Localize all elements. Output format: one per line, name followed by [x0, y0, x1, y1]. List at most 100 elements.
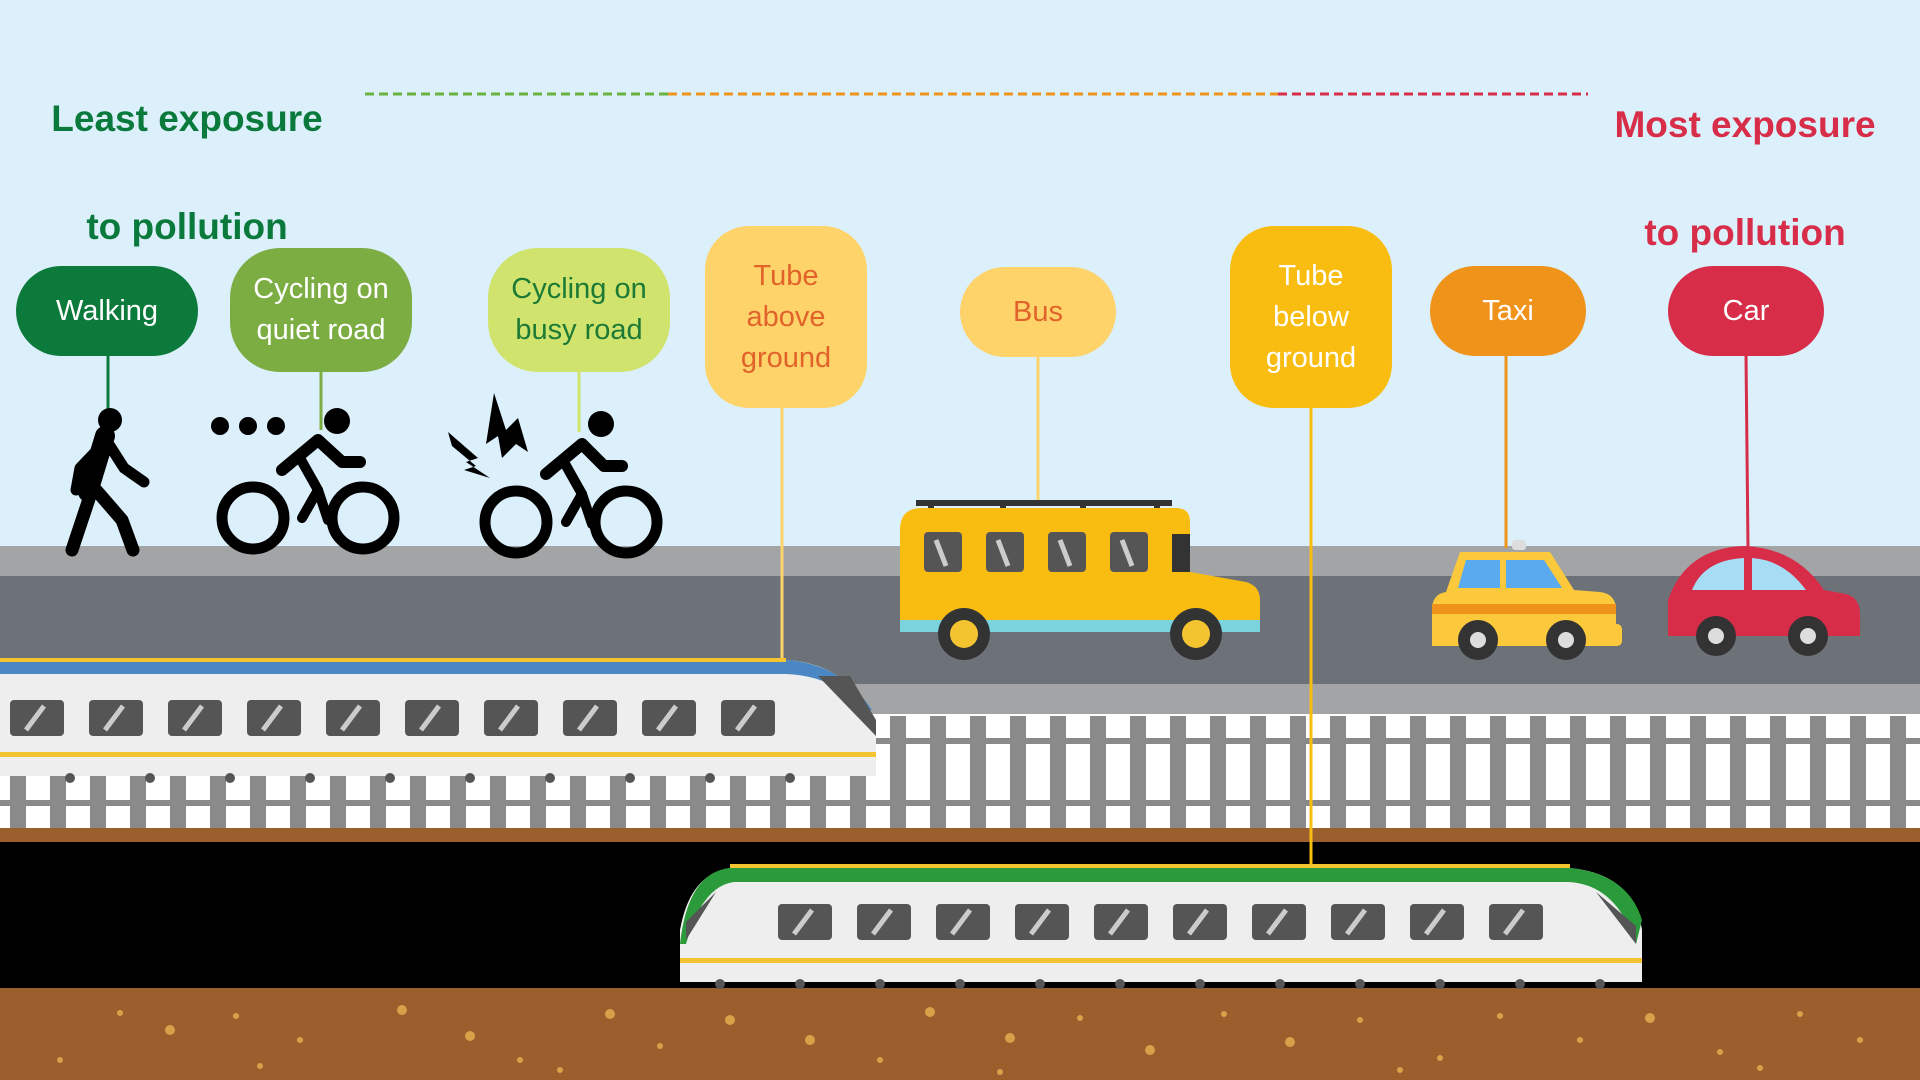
train-wheel — [145, 773, 155, 783]
railway-sleeper — [1690, 716, 1706, 828]
railway-sleeper — [1410, 716, 1426, 828]
train-wheel — [65, 773, 75, 783]
soil-dot — [57, 1057, 63, 1063]
label-car-text: Car — [1722, 294, 1770, 327]
most-exposure-line-1: Most exposure — [1614, 104, 1876, 145]
bus-window-glare — [995, 539, 1011, 567]
train-window-glare — [261, 704, 283, 732]
bus-window-glare — [933, 539, 949, 567]
train-wheel — [795, 979, 805, 989]
railway-sleeper — [1730, 716, 1746, 828]
train-window-glare — [103, 704, 125, 732]
railway-sleeper — [1610, 716, 1626, 828]
railway-sleeper — [1650, 716, 1666, 828]
label-walking: Walking — [16, 266, 198, 356]
railway-sleeper — [930, 716, 946, 828]
soil-dot — [1497, 1013, 1503, 1019]
railway-sleeper — [1010, 716, 1026, 828]
train-window-glare — [1266, 908, 1288, 936]
train-wheel — [1195, 979, 1205, 989]
least-exposure-heading: Least exposure to pollution — [26, 38, 348, 308]
soil-dot — [1221, 1011, 1227, 1017]
train-wheel — [1595, 979, 1605, 989]
train-wheel — [875, 979, 885, 989]
tube-below-ground-train-icon — [680, 864, 1642, 989]
soil-dot — [1145, 1045, 1155, 1055]
soil-dot — [805, 1035, 815, 1045]
railway-sleeper — [1290, 716, 1306, 828]
train-wheel — [715, 979, 725, 989]
railway-sleeper — [1370, 716, 1386, 828]
soil-dot — [165, 1025, 175, 1035]
label-cycling-quiet-road-text: Cycling on quiet road — [253, 273, 389, 346]
soil-dot — [1857, 1037, 1863, 1043]
train-wheel — [1435, 979, 1445, 989]
bus-icon — [900, 500, 1260, 660]
rail-line-1 — [0, 738, 1920, 744]
railway-sleeper — [1090, 716, 1106, 828]
railway-sleeper — [1890, 716, 1906, 828]
train-window-glare — [871, 908, 893, 936]
train-window-glare — [340, 704, 362, 732]
railway-sleeper — [1250, 716, 1266, 828]
soil-dot — [233, 1013, 239, 1019]
soil-dot — [605, 1009, 615, 1019]
label-cycling-busy-road-text: Cycling on busy road — [511, 273, 647, 346]
railway-sleeper — [1210, 716, 1226, 828]
train-wheel — [705, 773, 715, 783]
train-window-glare — [1503, 908, 1525, 936]
label-tube-below-ground-text: Tube below ground — [1265, 259, 1357, 374]
train-wheel — [465, 773, 475, 783]
soil-dot — [1437, 1055, 1443, 1061]
railway-sleeper — [1850, 716, 1866, 828]
label-taxi-text: Taxi — [1482, 294, 1534, 327]
bus-window-glare — [1057, 539, 1073, 567]
tube-above-ground-train-icon — [0, 658, 876, 783]
train-window-glare — [577, 704, 599, 732]
soil-dot — [657, 1043, 663, 1049]
train-window-glare — [1187, 908, 1209, 936]
railway-sleeper — [1530, 716, 1546, 828]
railway-sleeper — [1330, 716, 1346, 828]
train-window-glare — [498, 704, 520, 732]
rail-line-2 — [0, 800, 1920, 806]
soil-dot — [725, 1015, 735, 1025]
railway-sleeper — [1130, 716, 1146, 828]
railway-sleeper — [1450, 716, 1466, 828]
train-wheel — [785, 773, 795, 783]
soil-dot — [1077, 1015, 1083, 1021]
soil-dot — [397, 1005, 407, 1015]
soil-dot — [1285, 1037, 1295, 1047]
connector-car — [1744, 354, 1750, 549]
train-wheel — [955, 979, 965, 989]
most-exposure-heading: Most exposure to pollution — [1590, 44, 1900, 314]
railway-sleeper — [890, 716, 906, 828]
least-exposure-line-1: Least exposure — [51, 98, 323, 139]
soil-dot — [877, 1057, 883, 1063]
railway-sleeper — [1810, 716, 1826, 828]
train-window-glare — [1424, 908, 1446, 936]
soil-dot — [997, 1069, 1003, 1075]
label-cycling-quiet-road: Cycling on quiet road — [230, 248, 412, 372]
cyclist-busy-road-icon — [448, 393, 663, 559]
bus-window-glare — [1119, 539, 1135, 567]
train-wheel — [1355, 979, 1365, 989]
train-wheel — [545, 773, 555, 783]
soil-band — [0, 828, 1920, 842]
railway-sleeper — [1570, 716, 1586, 828]
railway-sleeper — [1050, 716, 1066, 828]
train-wheel — [1515, 979, 1525, 989]
soil-dot — [1577, 1037, 1583, 1043]
soil-dot — [257, 1063, 263, 1069]
soil-dot — [117, 1010, 123, 1016]
label-tube-above-ground: Tube above ground — [705, 226, 867, 408]
label-tube-below-ground: Tube below ground — [1230, 226, 1392, 408]
train-wheel — [1115, 979, 1125, 989]
soil-dot — [557, 1067, 563, 1073]
soil-dot — [1797, 1011, 1803, 1017]
label-bus-text: Bus — [1013, 295, 1063, 328]
soil-dot — [925, 1007, 935, 1017]
walking-person-icon — [65, 408, 150, 557]
label-walking-text: Walking — [55, 294, 159, 327]
